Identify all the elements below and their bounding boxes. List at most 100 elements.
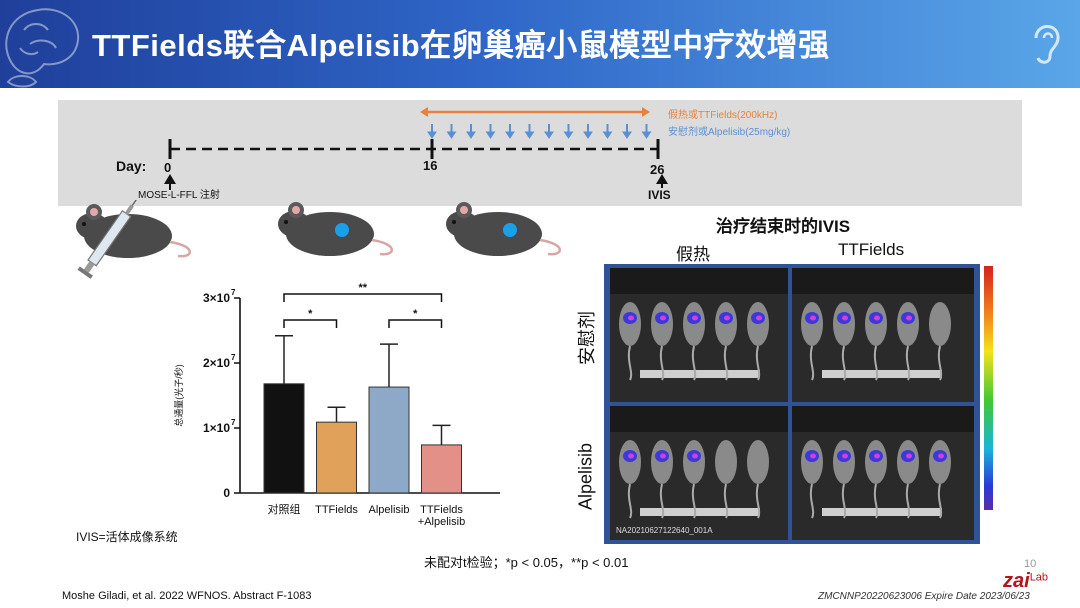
bioluminescence-peak (842, 315, 848, 321)
mouse-tail (809, 483, 815, 519)
bar (263, 383, 305, 494)
ivis-image-graphic (610, 268, 788, 381)
ivis-image-ttfields-placebo (792, 268, 974, 402)
drug-dose-arrowhead (602, 131, 613, 139)
citation: Moshe Giladi, et al. 2022 WFNOS. Abstrac… (62, 590, 312, 602)
mouse-tail (659, 345, 665, 381)
drug-dose-arrowhead (641, 131, 652, 139)
y-tick-label: 2×10 (203, 356, 230, 370)
bioluminescence-peak (692, 315, 698, 321)
ivis-image-graphic (610, 406, 788, 519)
bioluminescence-peak (842, 453, 848, 459)
significance-label: * (308, 308, 313, 320)
bioluminescence-peak (692, 453, 698, 459)
mouse-tail (627, 483, 633, 519)
ivis-image-sham-alpelisib (610, 406, 788, 540)
significance-bracket (283, 293, 443, 302)
ear-icon (1034, 25, 1060, 64)
bar (368, 386, 410, 494)
imaging-chamber-top (792, 268, 974, 294)
mouse-tail (755, 345, 761, 381)
bioluminescence-peak (660, 315, 666, 321)
bioluminescence-peak (906, 453, 912, 459)
bar (421, 444, 462, 494)
logo-text-suffix: Lab (1029, 571, 1049, 584)
ivis-image-ttfields-alpelisib (792, 406, 974, 540)
imaging-chamber-top (792, 406, 974, 432)
image-caption: NA20210627122640_001A (616, 526, 713, 535)
column-header-sham: 假热 (676, 245, 710, 264)
statistics-note: 未配对t检验；*p < 0.05，**p < 0.01 (424, 555, 629, 570)
mouse-tail (937, 483, 943, 519)
mouse-tail (691, 345, 697, 381)
x-tick-label: TTFields (420, 504, 463, 516)
drug-dose-arrowhead (563, 131, 574, 139)
label-strip (640, 508, 760, 516)
legend-ttfields: 假热或TTFields(200kHz) (668, 110, 778, 121)
day-tick-0: 0 (164, 160, 172, 175)
legend-drug: 安慰剂或Alpelisib(25mg/kg) (668, 127, 791, 138)
syringe-icon (77, 200, 146, 279)
drug-dose-arrowhead (427, 131, 437, 139)
significance-label: * (413, 308, 418, 320)
mouse-silhouette (747, 440, 769, 484)
y-tick-exponent: 7 (231, 418, 236, 427)
bioluminescence-peak (874, 315, 880, 321)
mouse-tail (755, 483, 761, 519)
injection-label: MOSE-L-FFL 注射 (138, 190, 220, 201)
treatment-timeline: Day: 0 16 26 假热或TTFields(200kHz) 安慰剂或Alp… (58, 100, 1022, 206)
ivis-image-panel: NA20210627122640_001A (604, 264, 980, 544)
mouse-tail (873, 345, 879, 381)
mouse-tail (905, 345, 911, 381)
mouse-icon (278, 202, 393, 256)
drug-dose-arrowhead (524, 131, 535, 139)
x-tick-label: 对照组 (268, 502, 301, 516)
ivis-image-graphic (792, 406, 974, 519)
document-watermark: ZMCNNP20220623006 Expire Date 2023/06/23 (818, 591, 1030, 602)
mouse-tail (627, 345, 633, 381)
label-strip (822, 508, 942, 516)
bioluminescence-peak (756, 315, 762, 321)
y-axis-label: 总通量(光子/秒) (173, 364, 184, 427)
ivis-timepoint-label: IVIS (648, 188, 671, 202)
mouse-icon (76, 204, 191, 258)
mouse-tail (723, 483, 729, 519)
brain-icon (5, 8, 80, 88)
y-tick-label: 3×10 (203, 291, 230, 305)
drug-dose-arrowhead (505, 131, 515, 139)
column-header-ttfields: TTFields (838, 240, 905, 259)
y-tick-label: 1×10 (203, 421, 230, 435)
x-tick-label: Alpelisib (369, 504, 410, 516)
significance-bracket (283, 319, 338, 328)
mouse-silhouette (929, 302, 951, 346)
y-tick-exponent: 7 (231, 288, 236, 297)
drug-dose-arrowhead (446, 131, 457, 139)
bioluminescence-peak (628, 315, 634, 321)
y-tick-exponent: 7 (231, 353, 236, 362)
mouse-tail (841, 345, 847, 381)
bioluminescence-peak (874, 453, 880, 459)
significance-label: ** (358, 282, 367, 294)
ivis-definition: IVIS=活体成像系统 (76, 530, 178, 544)
bioluminescence-peak (810, 453, 816, 459)
day-tick-16: 16 (423, 158, 438, 173)
row-label-alpelisib: Alpelisib (575, 442, 596, 511)
zai-lab-logo: zaiLab (1003, 570, 1048, 593)
mouse-tail (659, 483, 665, 519)
mouse-silhouette (715, 440, 737, 484)
imaging-chamber-top (610, 268, 788, 294)
slide-header: TTFields联合Alpelisib在卵巢癌小鼠模型中疗效增强 (0, 0, 1080, 88)
bioluminescence-peak (628, 453, 634, 459)
day-tick-26: 26 (650, 162, 665, 177)
bioluminescence-peak (724, 315, 730, 321)
mouse-tail (723, 345, 729, 381)
label-strip (822, 370, 942, 378)
mouse-tail (937, 345, 943, 381)
drug-dose-arrowhead (583, 131, 593, 139)
bioluminescence-peak (810, 315, 816, 321)
ivis-title: 治疗结束时的IVIS (716, 217, 851, 236)
page-number: 10 (1024, 558, 1037, 570)
x-tick-label: TTFields (315, 504, 358, 516)
mouse-tail (873, 483, 879, 519)
drug-dose-arrowhead (544, 131, 554, 139)
